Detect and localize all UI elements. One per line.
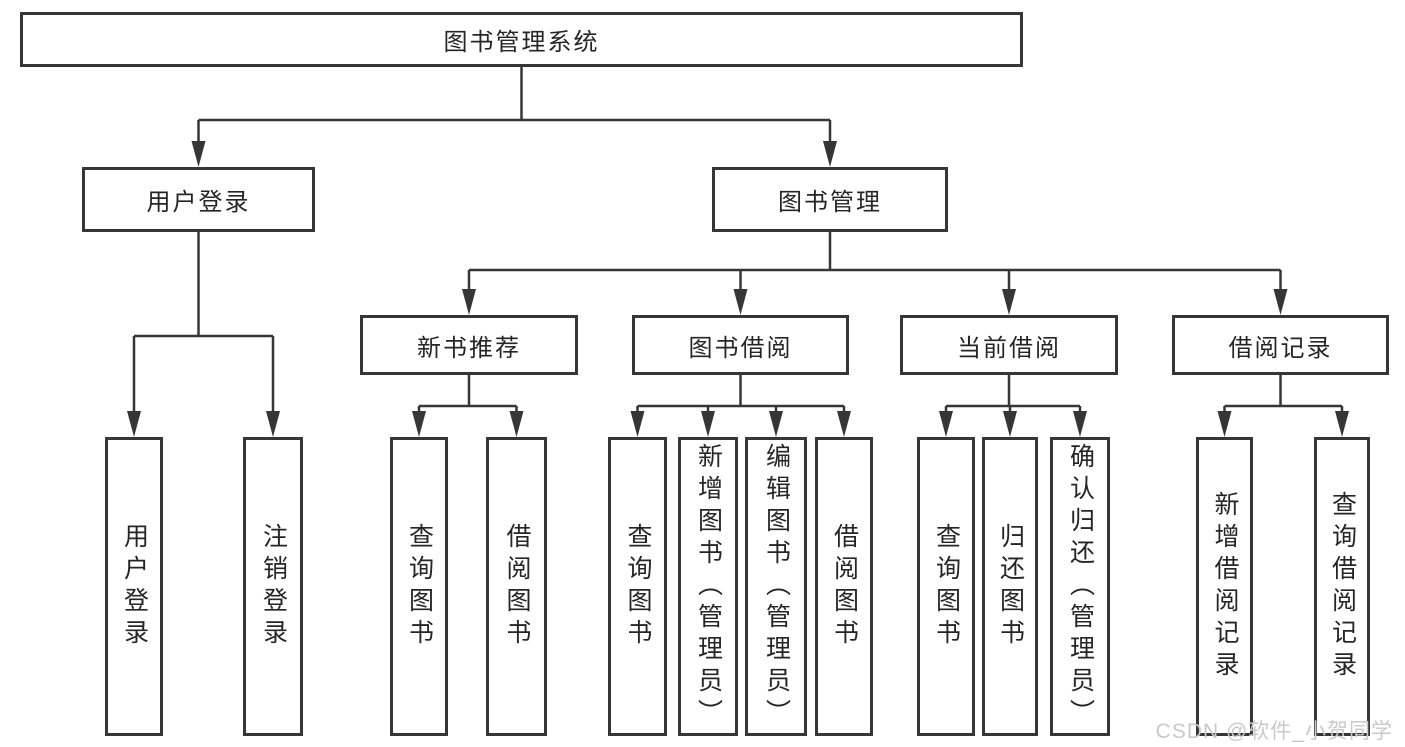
leaf-return-books: 归还图书 xyxy=(982,437,1038,736)
node-book-management: 图书管理 xyxy=(712,167,948,232)
leaf-edit-book-admin: 编辑图书（管理员） xyxy=(745,437,807,736)
node-root-label: 图书管理系统 xyxy=(443,29,600,56)
csdn-watermark: CSDN @软件_小贺同学 xyxy=(1155,720,1393,743)
leaf-confirm-return-admin-label: 确认归还（管理员） xyxy=(1066,442,1095,731)
connector-rails xyxy=(132,67,1344,413)
node-current-borrowing-label: 当前借阅 xyxy=(957,334,1061,362)
node-borrowing-records-label: 借阅记录 xyxy=(1228,334,1333,362)
leaf-add-borrow-record: 新增借阅记录 xyxy=(1196,437,1253,736)
node-book-borrowing: 图书借阅 xyxy=(632,315,849,375)
leaf-confirm-return-admin: 确认归还（管理员） xyxy=(1050,437,1110,736)
node-book-management-label: 图书管理 xyxy=(778,189,882,216)
leaf-query-borrow-record-label: 查询借阅记录 xyxy=(1328,490,1357,683)
leaf-borrowing-borrow-books: 借阅图书 xyxy=(815,437,873,736)
node-borrowing-records: 借阅记录 xyxy=(1172,315,1389,375)
leaf-newbook-borrow-books-label: 借阅图书 xyxy=(503,522,531,651)
leaf-return-books-label: 归还图书 xyxy=(996,522,1025,651)
leaf-current-query-books: 查询图书 xyxy=(917,437,975,736)
leaf-add-borrow-record-label: 新增借阅记录 xyxy=(1211,490,1239,683)
node-current-borrowing: 当前借阅 xyxy=(900,315,1118,375)
leaf-newbook-query-books-label: 查询图书 xyxy=(405,522,434,651)
node-user-login-label: 用户登录 xyxy=(146,189,251,216)
leaf-user-login-label: 用户登录 xyxy=(120,522,149,651)
leaf-current-query-books-label: 查询图书 xyxy=(932,522,961,651)
leaf-logout: 注销登录 xyxy=(243,437,303,736)
leaf-borrowing-query-books: 查询图书 xyxy=(608,437,667,736)
leaf-borrowing-borrow-books-label: 借阅图书 xyxy=(830,522,859,651)
leaf-user-login: 用户登录 xyxy=(105,437,163,736)
arrowheads xyxy=(127,141,1349,437)
leaf-newbook-borrow-books: 借阅图书 xyxy=(486,437,547,736)
node-user-login: 用户登录 xyxy=(82,167,315,232)
leaf-add-book-admin: 新增图书（管理员） xyxy=(678,437,738,736)
leaf-edit-book-admin-label: 编辑图书（管理员） xyxy=(762,442,791,731)
leaf-add-book-admin-label: 新增图书（管理员） xyxy=(694,442,723,731)
leaf-query-borrow-record: 查询借阅记录 xyxy=(1314,437,1370,736)
leaf-logout-label: 注销登录 xyxy=(259,522,288,651)
node-book-borrowing-label: 图书借阅 xyxy=(688,334,793,362)
leaf-newbook-query-books: 查询图书 xyxy=(390,437,448,736)
leaf-borrowing-query-books-label: 查询图书 xyxy=(624,522,652,651)
node-new-book-recommend: 新书推荐 xyxy=(360,315,578,375)
node-root: 图书管理系统 xyxy=(20,12,1023,67)
node-new-book-recommend-label: 新书推荐 xyxy=(417,334,521,362)
